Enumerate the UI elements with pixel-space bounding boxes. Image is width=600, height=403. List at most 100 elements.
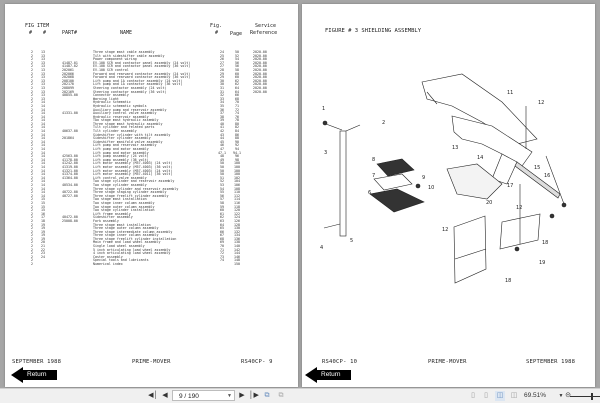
return-button[interactable]: Return <box>305 367 353 383</box>
figure-cell: 49 <box>220 157 224 162</box>
prev-page-icon[interactable]: ◀ <box>162 392 168 399</box>
item-cell: 13 <box>41 75 45 80</box>
page-cell: 52 <box>235 53 239 58</box>
fig-cell: 2 <box>31 50 33 54</box>
fig-cell: 2 <box>31 161 33 166</box>
item-cell: 14 <box>41 118 45 123</box>
item-cell: 14 <box>41 161 45 166</box>
return-button[interactable]: Return <box>11 367 59 383</box>
fig-cell: 2 <box>31 139 33 144</box>
page-cell: 74 <box>235 111 239 116</box>
figure-cell: 27 <box>220 60 224 65</box>
page-cell: 148 <box>234 258 240 263</box>
figure-cell: 48 <box>220 154 224 159</box>
fig-cell: 2 <box>31 136 33 141</box>
page-cell: 64 <box>235 85 239 90</box>
fig-cell: 2 <box>31 60 33 65</box>
page-cell: 50 <box>235 50 239 54</box>
figure-cell: 59 <box>220 204 224 209</box>
figure-cell: 24 <box>220 50 224 54</box>
last-page-icon[interactable]: │▶ <box>249 392 259 399</box>
figure-cell: 37 <box>220 111 224 116</box>
zoom-level[interactable]: 69.51% <box>524 392 547 399</box>
page-cell: 138 <box>234 240 240 245</box>
figure-cell: 32 <box>220 93 224 98</box>
continuous-icon[interactable]: ▯ <box>484 392 488 399</box>
name-cell: Two stage mast installation <box>93 197 147 202</box>
zoom-dropdown-icon[interactable]: ▼ <box>558 393 564 399</box>
name-cell: Lift motor assembly (M57-4011) (36 volt) <box>93 172 173 177</box>
chevron-down-icon[interactable]: ▼ <box>227 393 232 399</box>
fig-cell: 2 <box>31 175 33 180</box>
figure-cell: 53 <box>220 182 224 187</box>
service-ref-cell: 2020-00 <box>253 71 267 76</box>
part-number-cell: 40637-00 <box>62 129 78 134</box>
name-cell: Two stage outer column assembly <box>93 204 155 209</box>
page-cell: 86 <box>235 132 239 137</box>
page-cell: 136 <box>234 236 240 241</box>
arrow-left-icon <box>305 367 317 383</box>
header-fig-num: # <box>215 30 219 36</box>
footer-page-ref: RS40CP- 10 <box>322 359 358 365</box>
item-cell: 13 <box>41 85 45 90</box>
name-cell: EV-100 SCR and contactor panel assembly … <box>93 60 191 65</box>
page-number-input[interactable]: 9 / 190 ▼ <box>172 390 235 401</box>
page-cell: 68 <box>235 96 239 101</box>
callout-18b: 18 <box>505 278 511 284</box>
first-page-icon[interactable]: ◀│ <box>148 392 158 399</box>
callout-12b: 12 <box>516 205 522 211</box>
item-cell: 19 <box>41 236 45 241</box>
figure-cell: 30 <box>220 82 224 87</box>
item-cell: 17 <box>41 215 45 220</box>
page-cell: 80 <box>235 121 239 126</box>
service-ref-cell: 2020-00 <box>253 82 267 87</box>
figure-cell: 61 <box>220 211 224 216</box>
item-cell: 13 <box>41 57 45 62</box>
view-icon-2[interactable]: ⧉ <box>278 392 284 399</box>
callout-12c: 12 <box>442 227 448 233</box>
figure-cell: 58 <box>220 200 224 205</box>
figure-cell: 40 <box>220 121 224 126</box>
header-item-hash: # <box>43 30 47 36</box>
callout-11: 11 <box>507 90 513 96</box>
name-cell: Three stage intermediate column assembly <box>93 229 173 234</box>
two-page-continuous-icon[interactable]: ◫ <box>510 392 518 399</box>
fig-cell: 2 <box>31 85 33 90</box>
part-number-cell: 40534-00 <box>62 182 78 187</box>
fig-cell: 2 <box>31 150 33 155</box>
service-ref-cell: 2020-00 <box>253 60 267 65</box>
view-icon[interactable]: ⧉ <box>264 392 270 399</box>
callout-8: 8 <box>372 157 375 163</box>
item-cell: 14 <box>41 129 45 134</box>
callout-1: 1 <box>322 106 325 112</box>
zoom-slider[interactable] <box>570 396 600 397</box>
single-page-icon[interactable]: ▯ <box>471 392 475 399</box>
item-cell: 20 <box>41 240 45 245</box>
figure-cell: 55 <box>220 190 224 195</box>
figure-cell: 60 <box>220 208 224 213</box>
part-number-cell: 40472-00 <box>62 215 78 220</box>
next-page-icon[interactable]: ▶ <box>239 392 245 399</box>
figure-cell: 57 <box>220 197 224 202</box>
figure-cell: 70 <box>220 244 224 249</box>
item-cell: 19 <box>41 226 45 231</box>
zoom-slider-thumb[interactable] <box>591 393 593 400</box>
two-page-icon[interactable]: ◫ <box>495 391 505 401</box>
zoom-out-icon[interactable]: ⊝ <box>565 392 571 399</box>
page-cell: 98 <box>235 157 239 162</box>
